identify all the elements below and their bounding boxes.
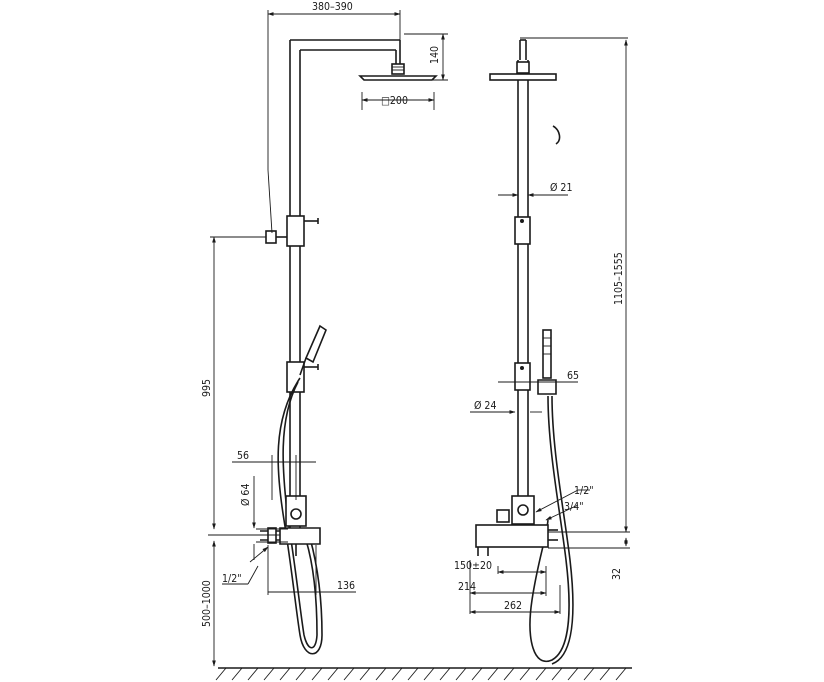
dim-left-height: 995 bbox=[201, 379, 213, 397]
dim-thread-a: 1/2" bbox=[574, 485, 594, 497]
dim-bracket-width: 56 bbox=[237, 450, 249, 462]
floor bbox=[215, 667, 632, 681]
dim-pipe-dia-low: Ø 24 bbox=[474, 400, 496, 412]
shower-head-right bbox=[489, 39, 557, 81]
dim-pipe-dia-top: Ø 21 bbox=[550, 182, 572, 194]
dim-mount-height: 500–1000 bbox=[201, 580, 213, 627]
hose-right bbox=[529, 395, 570, 663]
side-view bbox=[469, 37, 630, 665]
dim-spout-length: 136 bbox=[337, 580, 355, 592]
riser-pipe-left bbox=[289, 40, 301, 530]
front-view bbox=[208, 10, 448, 667]
dim-head-height: 140 bbox=[429, 46, 441, 64]
dim-head-size: □200 bbox=[381, 95, 408, 107]
top-arm-left bbox=[290, 39, 401, 65]
upper-bracket-left bbox=[265, 215, 319, 247]
dim-centers: 150±20 bbox=[454, 560, 492, 572]
upper-bracket-right bbox=[514, 216, 531, 245]
dim-bracket-dia: Ø 64 bbox=[240, 484, 252, 506]
mixer-valve-right bbox=[475, 495, 558, 556]
dim-body-height: 32 bbox=[611, 568, 623, 580]
dim-overall-width: 262 bbox=[504, 600, 522, 612]
dim-left-thread: 1/2" bbox=[222, 573, 242, 585]
dim-top-reach: 380–390 bbox=[312, 1, 353, 13]
dim-spout-projection: 214 bbox=[458, 581, 476, 593]
dim-holder-offset: 65 bbox=[567, 370, 579, 382]
hand-shower-left bbox=[299, 324, 327, 376]
dim-total-height: 1105–1555 bbox=[613, 252, 625, 305]
dim-thread-b: 3/4" bbox=[564, 501, 584, 513]
hand-shower-right bbox=[537, 329, 557, 395]
riser-pipe-right bbox=[517, 60, 529, 496]
mixer-valve-left bbox=[260, 495, 321, 556]
shower-head-left bbox=[358, 63, 438, 81]
slide-bracket-left bbox=[286, 361, 319, 393]
slide-bracket-right bbox=[514, 362, 531, 391]
hose-left bbox=[277, 377, 323, 655]
